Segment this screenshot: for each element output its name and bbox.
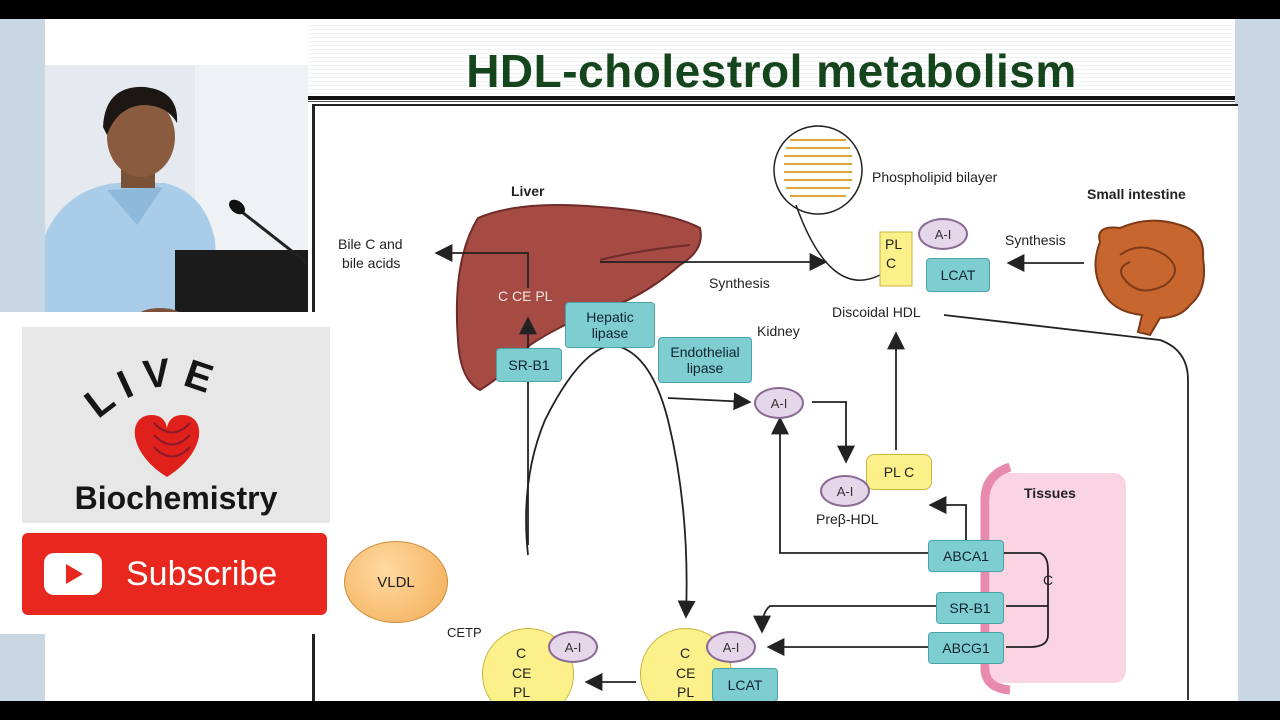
apo-ai-prebeta: A-I: [820, 475, 870, 507]
prebeta-plc-box: PL C: [866, 454, 932, 490]
small-intestine-shape: [1095, 221, 1204, 335]
hdl2-pl-label: PL: [513, 684, 530, 700]
srb1-tissue-box: SR-B1: [936, 592, 1004, 624]
hepatic-lipase-line2: lipase: [592, 325, 629, 341]
tissues-label: Tissues: [1024, 485, 1076, 501]
discoidal-c-label: C: [886, 255, 896, 271]
discoidal-pl-label: PL: [885, 236, 902, 252]
phospholipid-bilayer-label: Phospholipid bilayer: [872, 169, 997, 185]
hepatic-lipase-line1: Hepatic: [586, 309, 633, 325]
small-intestine-label: Small intestine: [1087, 186, 1186, 202]
abcg1-box: ABCG1: [928, 632, 1004, 664]
synthesis-liver-label: Synthesis: [709, 275, 770, 291]
hdl3-ce-label: CE: [676, 665, 695, 681]
bile-label-line2: bile acids: [342, 255, 400, 271]
cetp-label: CETP: [447, 625, 482, 640]
liver-label: Liver: [511, 183, 544, 199]
abca1-box: ABCA1: [928, 540, 1004, 572]
hdl3-c-label: C: [680, 645, 690, 661]
kidney-label: Kidney: [757, 323, 800, 339]
prebeta-hdl-label: Preβ-HDL: [816, 511, 879, 527]
bottom-letterbox: [0, 701, 1280, 720]
discoidal-hdl-label: Discoidal HDL: [832, 304, 921, 320]
srb1-liver-box: SR-B1: [496, 348, 562, 382]
apo-ai-discoidal: A-I: [918, 218, 968, 250]
endothelial-lipase-line1: Endothelial: [670, 344, 739, 360]
apo-ai-hdl3: A-I: [706, 631, 756, 663]
hepatic-lipase-box: Hepatic lipase: [565, 302, 655, 348]
lcat-hdl3-box: LCAT: [712, 668, 778, 702]
liver-contents-label: C CE PL: [498, 288, 552, 304]
apo-ai-kidney: A-I: [754, 387, 804, 419]
hdl2-ce-label: CE: [512, 665, 531, 681]
synthesis-intestine-label: Synthesis: [1005, 232, 1066, 248]
tissue-c-label: C: [1043, 572, 1053, 588]
apo-ai-hdl2: A-I: [548, 631, 598, 663]
lcat-discoidal-box: LCAT: [926, 258, 990, 292]
hdl3-pl-label: PL: [677, 684, 694, 700]
vldl-particle: VLDL: [344, 541, 448, 623]
endothelial-lipase-box: Endothelial lipase: [658, 337, 752, 383]
bile-label-line1: Bile C and: [338, 236, 403, 252]
endothelial-lipase-line2: lipase: [687, 360, 724, 376]
hdl2-c-label: C: [516, 645, 526, 661]
